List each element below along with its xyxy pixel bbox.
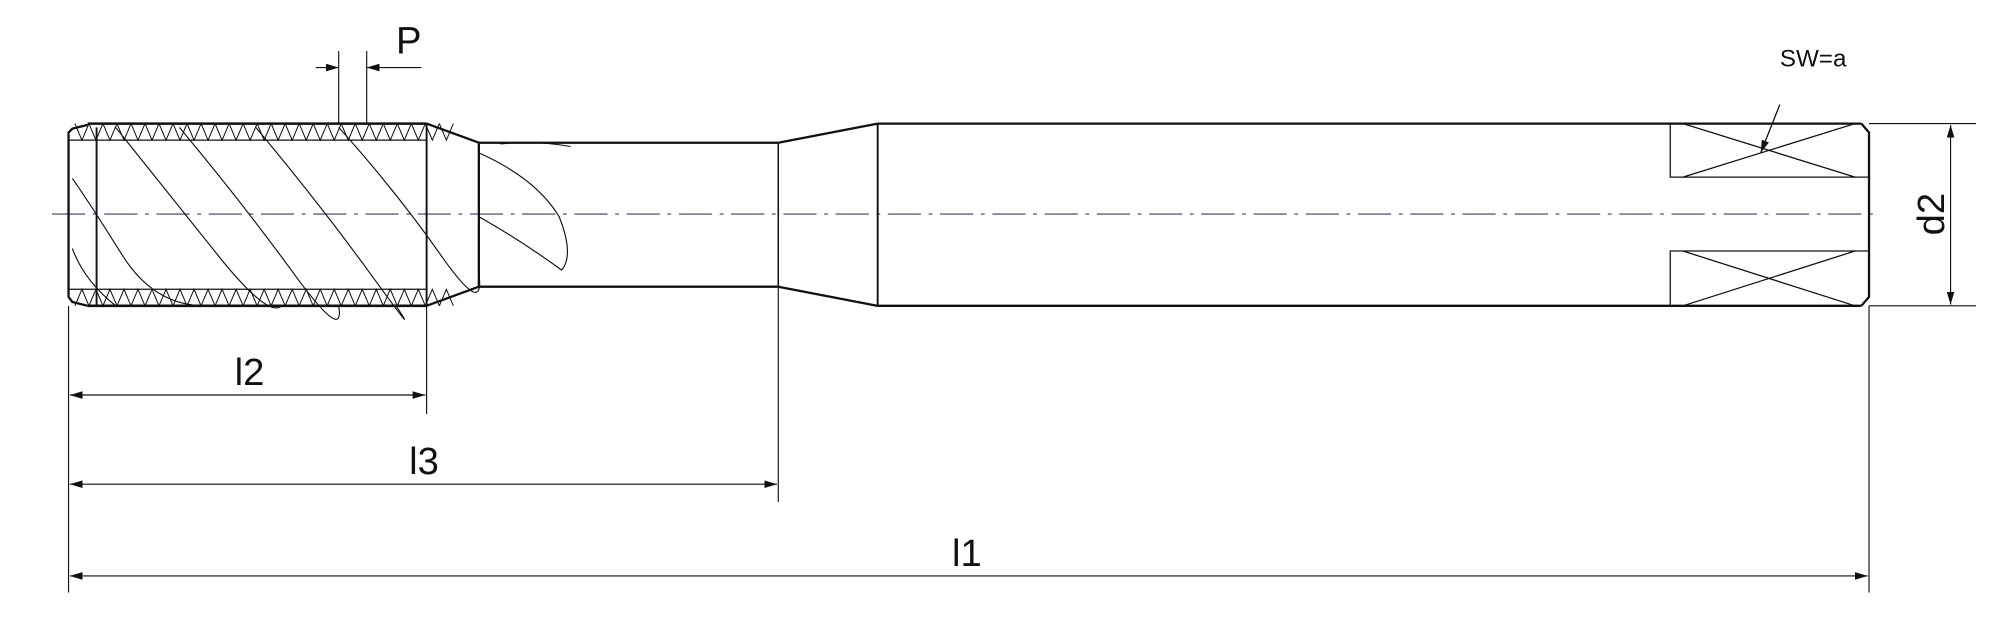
thread-section (67, 122, 571, 320)
diameter-dimension (1869, 123, 1977, 307)
pitch-dimension (315, 50, 422, 124)
neck-length-label: l3 (409, 440, 439, 483)
length-dimensions (67, 286, 1870, 593)
pitch-label: P (396, 20, 422, 63)
diameter-label: d2 (1910, 193, 1953, 236)
overall-length-label: l1 (952, 532, 982, 575)
wrench-size-leader (1760, 104, 1781, 154)
thread-length-label: l2 (235, 351, 265, 394)
wrench-size-label: SW=a (1780, 45, 1847, 72)
shank-body (478, 122, 1871, 307)
square-drive (1669, 122, 1870, 307)
thread-teeth (74, 287, 454, 307)
thread-teeth (74, 123, 454, 142)
